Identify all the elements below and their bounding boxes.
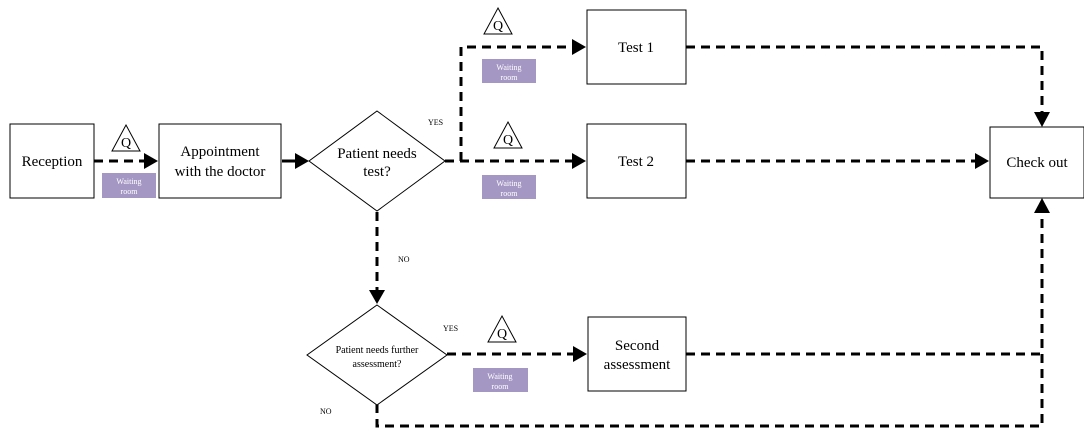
waiting-room-line2: room	[501, 73, 519, 82]
test2-box	[586, 123, 687, 199]
waiting-room-line1: Waiting	[116, 177, 141, 186]
waiting-room-line2: room	[121, 187, 139, 196]
node-decision-test: Patient needs test?	[308, 110, 446, 212]
branch-yes-further: YES	[443, 324, 458, 333]
branch-yes-test: YES	[428, 118, 443, 127]
appointment-label-line1: Appointment	[180, 144, 260, 160]
arrowhead-checkout-left	[975, 153, 989, 169]
waiting-room-box	[482, 59, 536, 83]
waiting-room-line1: Waiting	[487, 372, 512, 381]
arrowhead-test1	[572, 39, 586, 55]
waiting-room-box	[473, 368, 528, 392]
appointment-label-line2: with the doctor	[175, 164, 266, 180]
queue-symbol-second: Q	[487, 314, 517, 343]
decision-further-label-line1: Patient needs further	[336, 345, 419, 356]
waiting-room-test1: Waiting room	[482, 59, 536, 83]
second-assessment-box	[587, 316, 687, 392]
decision-test-label-line1: Patient needs	[337, 146, 417, 162]
arrowhead-appointment	[144, 153, 158, 169]
reception-label: Reception	[22, 154, 83, 170]
node-test2: Test 2	[586, 123, 687, 199]
queue-symbol-test2: Q	[493, 120, 523, 149]
branch-no-test: NO	[398, 255, 410, 264]
waiting-room-box	[102, 173, 156, 198]
test1-box	[586, 9, 687, 85]
queue-label: Q	[121, 136, 131, 151]
waiting-room-line2: room	[492, 382, 510, 391]
queue-triangle-icon	[487, 314, 517, 343]
test1-label: Test 1	[618, 40, 654, 56]
decision-test-diamond	[308, 110, 446, 212]
arrowhead-second	[573, 346, 587, 362]
second-assessment-label-line2: assessment	[604, 357, 671, 373]
connector-decision-test1	[459, 45, 572, 161]
queue-label: Q	[493, 19, 503, 34]
appointment-box	[158, 123, 282, 199]
second-assessment-label-line1: Second	[615, 338, 660, 354]
waiting-room-line1: Waiting	[496, 63, 521, 72]
connectors	[94, 39, 1050, 428]
decision-further-label-line2: assessment?	[353, 359, 402, 370]
arrowhead-decision-test	[295, 153, 309, 169]
node-decision-further: Patient needs further assessment?	[306, 304, 448, 406]
queue-symbol-test1: Q	[483, 6, 513, 35]
queue-label: Q	[503, 133, 513, 148]
waiting-room-box	[482, 175, 536, 199]
decision-test-label-line2: test?	[363, 164, 391, 180]
queue-label: Q	[497, 327, 507, 342]
check-out-box	[989, 126, 1084, 199]
node-test1: Test 1	[586, 9, 687, 85]
reception-box	[9, 123, 95, 199]
connector-further-no-checkout	[375, 212, 1044, 428]
waiting-room-line1: Waiting	[496, 179, 521, 188]
waiting-room-test2: Waiting room	[482, 175, 536, 199]
node-reception: Reception	[9, 123, 95, 199]
node-second-assessment: Second assessment	[587, 316, 687, 392]
check-out-label: Check out	[1006, 155, 1068, 171]
waiting-room-line2: room	[501, 189, 519, 198]
node-check-out: Check out	[989, 126, 1084, 199]
arrowhead-checkout-bottom	[1034, 198, 1050, 213]
queue-triangle-icon	[111, 123, 141, 152]
waiting-room-reception: Waiting room	[102, 173, 156, 198]
test2-label: Test 2	[618, 154, 654, 170]
decision-further-diamond	[306, 304, 448, 406]
connector-test1-checkout	[686, 45, 1044, 112]
node-appointment: Appointment with the doctor	[158, 123, 282, 199]
arrowhead-test2	[572, 153, 586, 169]
queue-triangle-icon	[493, 120, 523, 149]
queue-symbol-reception: Q	[111, 123, 141, 152]
waiting-room-second: Waiting room	[473, 368, 528, 392]
branch-no-further: NO	[320, 407, 332, 416]
arrowhead-checkout-top	[1034, 112, 1050, 127]
arrowhead-decision-further	[369, 290, 385, 304]
queue-triangle-icon	[483, 6, 513, 35]
